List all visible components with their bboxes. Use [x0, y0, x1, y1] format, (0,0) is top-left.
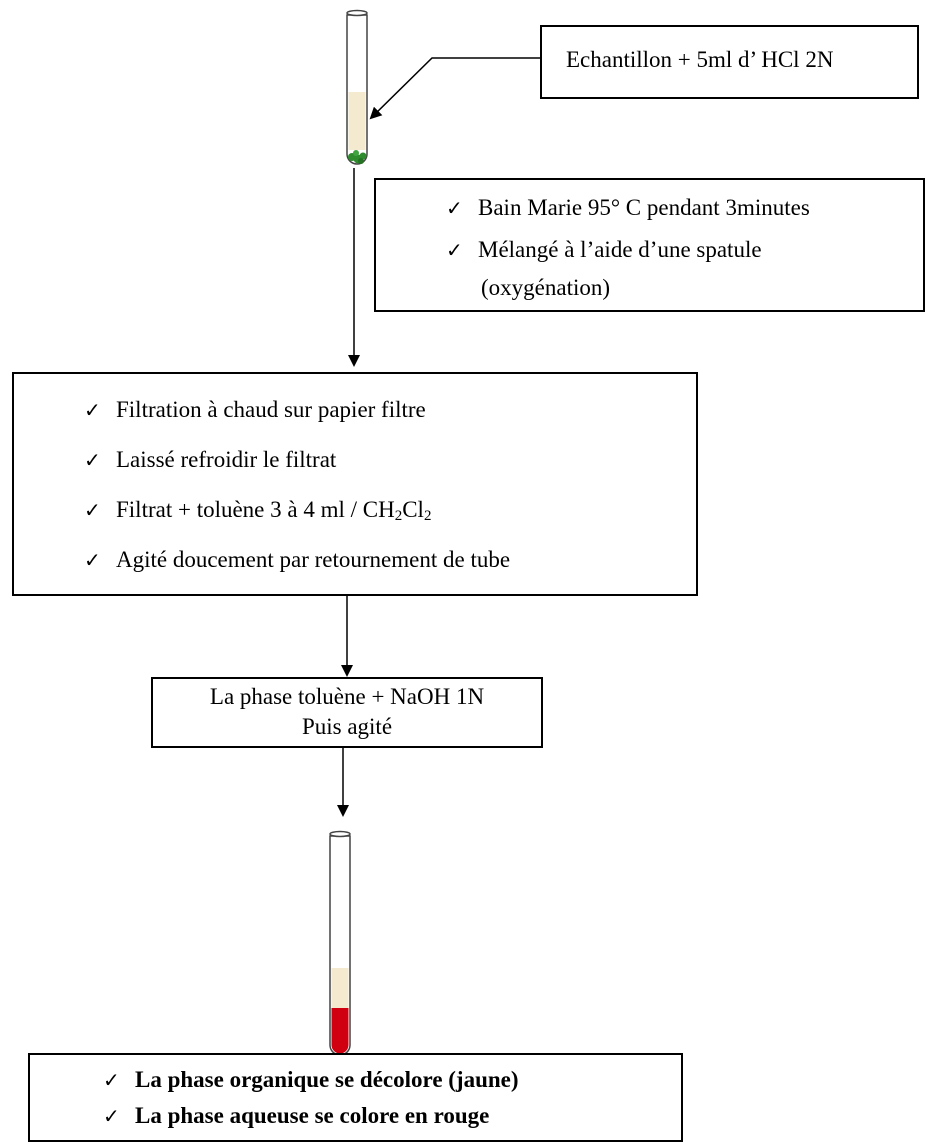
heating-item-3: (oxygénation)	[481, 275, 611, 300]
solvent-mid: Cl	[402, 497, 424, 522]
green-sample	[348, 150, 367, 164]
check-icon: ✓	[84, 448, 101, 472]
check-icon: ✓	[103, 1104, 120, 1128]
check-icon: ✓	[103, 1068, 120, 1092]
result-item-2: La phase aqueuse se colore en rouge	[135, 1103, 490, 1128]
filtration-item-2: Laissé refroidir le filtrat	[116, 447, 337, 472]
test-tube-top	[346, 9, 368, 165]
test-tube-bottom	[329, 830, 351, 1056]
heating-box: ✓ Bain Marie 95° C pendant 3minutes ✓ Mé…	[374, 178, 925, 312]
result-box: ✓ La phase organique se décolore (jaune)…	[28, 1053, 683, 1142]
sample-connector-arrow	[369, 57, 540, 120]
heating-item-2: Mélangé à l’aide d’une spatule	[478, 237, 762, 262]
aqueous-phase-red	[331, 1008, 349, 1054]
naoh-line-2: Puis agité	[301, 714, 393, 739]
sample-text: Echantillon + 5ml d’ HCl 2N	[566, 47, 834, 72]
heating-item-1: Bain Marie 95° C pendant 3minutes	[478, 195, 810, 220]
filtration-item-1: Filtration à chaud sur papier filtre	[116, 397, 426, 422]
filtration-solvent-line: Filtrat + toluène 3 à 4 ml / CH2Cl2	[116, 496, 431, 524]
naoh-box: La phase toluène + NaOH 1N Puis agité	[151, 677, 543, 748]
filtration-item-3: Agité doucement par retournement de tube	[116, 547, 511, 572]
naoh-line-1: La phase toluène + NaOH 1N	[209, 684, 485, 709]
check-icon: ✓	[84, 498, 101, 522]
check-icon: ✓	[446, 238, 463, 262]
check-icon: ✓	[84, 548, 101, 572]
yellow-phase-top	[348, 92, 366, 150]
check-icon: ✓	[84, 398, 101, 422]
check-icon: ✓	[446, 196, 463, 220]
solvent-sub-1: 2	[394, 508, 403, 524]
solvent-sub-2: 2	[423, 508, 432, 524]
result-item-1: La phase organique se décolore (jaune)	[135, 1067, 519, 1092]
solvent-prefix: Filtrat + toluène 3 à 4 ml / CH	[116, 497, 395, 522]
organic-phase-yellow	[331, 968, 349, 1008]
sample-box: Echantillon + 5ml d’ HCl 2N	[540, 25, 919, 99]
filtration-box: ✓ Filtration à chaud sur papier filtre ✓…	[12, 372, 698, 596]
